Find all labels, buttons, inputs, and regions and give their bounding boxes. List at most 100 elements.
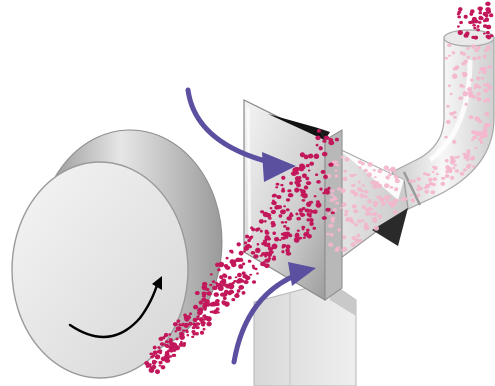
particle: [307, 169, 311, 172]
particle: [280, 183, 284, 187]
particle: [422, 172, 427, 176]
particle: [444, 159, 449, 163]
particle: [195, 332, 199, 336]
particle: [278, 205, 282, 209]
particle: [211, 301, 217, 307]
particle: [357, 180, 361, 184]
particle: [373, 203, 378, 208]
particle: [164, 340, 169, 344]
particle: [243, 280, 249, 285]
particle: [225, 256, 229, 260]
particle: [478, 20, 482, 24]
particle: [373, 225, 380, 231]
particle: [453, 111, 457, 114]
particle: [175, 337, 179, 341]
particle: [309, 161, 315, 166]
particle: [357, 160, 363, 164]
particle: [193, 304, 199, 310]
particle: [192, 323, 196, 326]
particle: [306, 212, 311, 217]
particle: [295, 212, 299, 216]
particle: [392, 210, 398, 215]
particle: [158, 364, 162, 367]
particle: [477, 138, 482, 142]
particle: [226, 285, 230, 289]
particle: [351, 204, 357, 209]
particle: [151, 361, 157, 365]
particle: [253, 254, 259, 259]
particle: [237, 272, 242, 278]
particle: [206, 317, 211, 321]
particle: [350, 242, 356, 248]
particle: [334, 169, 338, 172]
particle: [285, 226, 290, 231]
particle: [163, 343, 167, 346]
particle: [234, 276, 238, 279]
particle: [473, 83, 479, 88]
particle: [219, 275, 224, 280]
particle: [283, 205, 286, 208]
particle: [294, 171, 300, 175]
particle: [363, 168, 368, 173]
particle: [342, 235, 347, 240]
particle: [319, 187, 323, 191]
particle: [323, 135, 330, 140]
particle: [152, 366, 157, 369]
particle: [381, 201, 386, 207]
particle: [229, 249, 234, 253]
particle: [217, 268, 221, 272]
particle: [424, 189, 430, 194]
particle: [178, 323, 182, 327]
particle: [489, 34, 494, 38]
particle: [366, 172, 372, 178]
particle: [271, 243, 278, 250]
particle: [416, 184, 421, 188]
particle: [479, 134, 485, 139]
particle: [449, 111, 455, 116]
particle: [474, 48, 480, 53]
particle: [288, 213, 294, 218]
particle: [218, 283, 224, 289]
particle: [485, 30, 490, 35]
particle: [192, 317, 198, 323]
particle: [249, 273, 253, 276]
particle: [339, 206, 343, 209]
particle: [463, 156, 468, 160]
particle: [447, 43, 452, 47]
particle: [447, 54, 452, 57]
particle: [341, 248, 345, 252]
particle: [194, 291, 200, 296]
particle: [303, 232, 308, 237]
particle: [171, 353, 177, 358]
particle: [459, 20, 463, 25]
particle: [271, 200, 277, 206]
particle: [330, 219, 335, 223]
particle: [280, 188, 286, 193]
particle: [299, 212, 303, 215]
particle: [476, 97, 482, 102]
particle: [490, 13, 493, 16]
particle: [172, 322, 178, 327]
particle: [282, 236, 286, 240]
particle: [471, 44, 477, 49]
particle: [236, 242, 241, 247]
particle: [344, 157, 350, 162]
particle: [243, 246, 250, 251]
particle: [188, 321, 193, 326]
particle: [330, 216, 336, 221]
particle: [258, 219, 264, 224]
particle: [487, 85, 493, 90]
particle: [473, 19, 479, 24]
incoming-flow-arrow-top: [185, 87, 296, 182]
particle: [280, 221, 285, 224]
particle: [482, 24, 488, 28]
particle: [209, 273, 213, 276]
particle: [343, 169, 348, 173]
particle: [236, 279, 241, 284]
particle: [336, 186, 342, 191]
particle: [287, 189, 292, 193]
particle: [385, 200, 389, 203]
particle: [478, 9, 482, 12]
particle: [262, 261, 266, 264]
particle: [181, 322, 185, 325]
